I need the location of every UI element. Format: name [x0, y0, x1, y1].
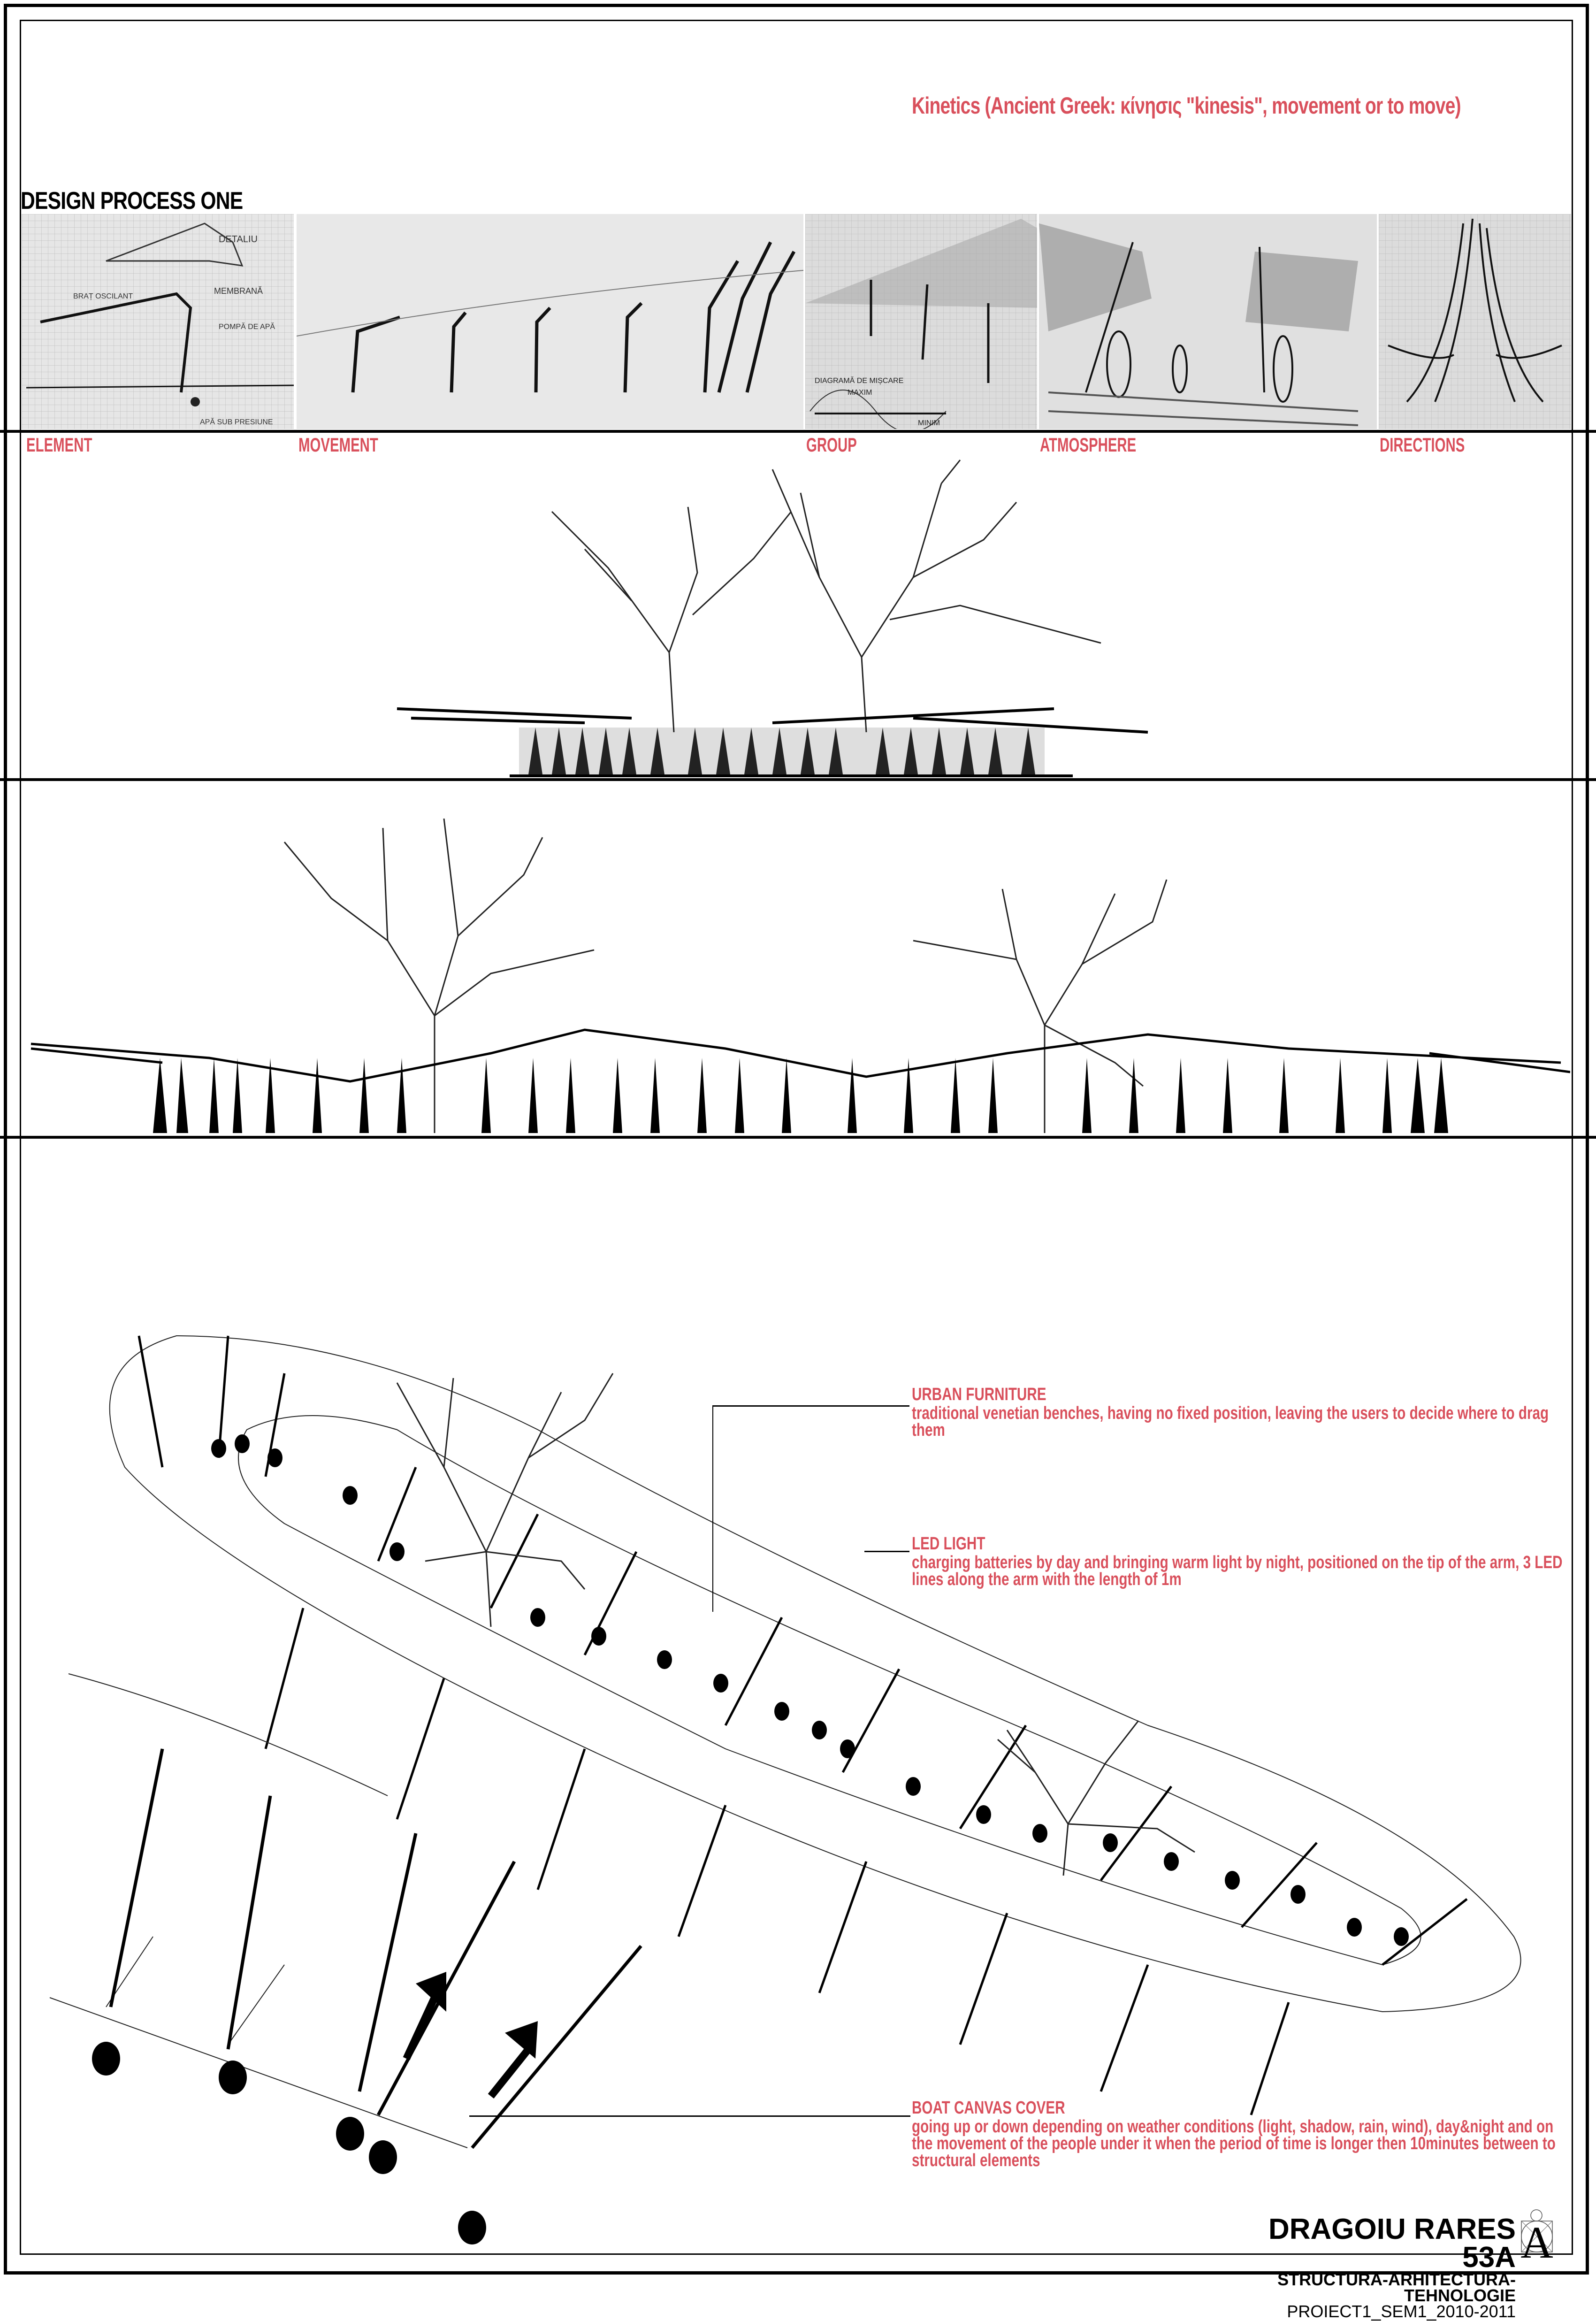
label-directions: DIRECTIONS: [1380, 434, 1465, 456]
note-body: traditional venetian benches, having no …: [912, 1403, 1549, 1440]
note-title: URBAN FURNITURE: [912, 1385, 1046, 1404]
note-body: charging batteries by day and bringing w…: [912, 1553, 1563, 1589]
section-divider-1: [0, 430, 1596, 433]
note-boat-canvas-cover: BOAT CANVAS COVER going up or down depen…: [912, 2098, 1596, 2169]
bench-markers: [211, 1434, 1409, 1946]
axonometric-plan: [22, 1139, 1570, 2251]
movement-sketch-drawing: [297, 214, 803, 429]
directions-sketch-drawing: [1379, 214, 1571, 429]
annotation-detaliu: DETALIU: [219, 234, 258, 245]
note-led-light: LED LIGHT charging batteries by day and …: [912, 1534, 1596, 1588]
svg-text:MAXIM: MAXIM: [848, 389, 872, 397]
note-title: LED LIGHT: [912, 1534, 985, 1554]
outer-frame: [4, 4, 1589, 2275]
sketch-directions: [1379, 214, 1571, 429]
kinetic-arm-bases: [528, 728, 1035, 774]
front-elevation-drawing: [397, 460, 1148, 777]
sketch-element: DETALIU MEMBRANĂ BRAȚ OSCILANT POMPĂ DE …: [22, 214, 294, 429]
up-arrow-icon-1: [403, 1972, 446, 2061]
course-name: STRUCTURA-ARHITECTURA-TEHNOLOGIE: [1277, 2270, 1516, 2305]
leader-line-boat-canvas: [469, 2115, 910, 2117]
label-element: ELEMENT: [26, 434, 92, 456]
svg-text:POMPĂ DE APĂ: POMPĂ DE APĂ: [219, 322, 275, 331]
long-elevation-drawing: [31, 818, 1571, 1133]
sketch-movement: [297, 214, 803, 429]
label-group: GROUP: [806, 434, 857, 456]
school-logo: A: [1518, 2209, 1556, 2267]
note-urban-furniture: URBAN FURNITURE traditional venetian ben…: [912, 1385, 1596, 1439]
up-arrow-icon-2: [488, 2021, 538, 2099]
svg-text:DIAGRAMĂ DE MIȘCARE: DIAGRAMĂ DE MIȘCARE: [815, 376, 903, 385]
title-block: DRAGOIU RARES 53A STRUCTURA-ARHITECTURA-…: [1220, 2215, 1516, 2320]
leader-line-vertical: [712, 1405, 713, 1612]
sketch-group: DIAGRAMĂ DE MIȘCARE MAXIM MINIM: [805, 214, 1037, 429]
leader-line-led-light: [864, 1551, 909, 1552]
svg-text:BRAȚ OSCILANT: BRAȚ OSCILANT: [73, 292, 133, 300]
long-elevation-arm-bases: [153, 1058, 1448, 1133]
plan-tree-2: [997, 1720, 1195, 1876]
atmosphere-sketch-drawing: [1039, 214, 1377, 429]
logo-icon: A: [1520, 2209, 1553, 2267]
label-movement: MOVEMENT: [298, 434, 378, 456]
project-id: PROIECT1_SEM1_2010-2011: [1287, 2302, 1516, 2321]
svg-text:A: A: [1520, 2217, 1553, 2260]
svg-text:APĂ SUB PRESIUNE: APĂ SUB PRESIUNE: [200, 417, 273, 426]
kinetics-headline: Kinetics (Ancient Greek: κίνησις "kinesi…: [912, 92, 1461, 119]
svg-text:MEMBRANĂ: MEMBRANĂ: [214, 286, 263, 296]
label-atmosphere: ATMOSPHERE: [1040, 434, 1137, 456]
author-name: DRAGOIU RARES 53A: [1268, 2213, 1516, 2274]
group-sketch-drawing: DIAGRAMĂ DE MIȘCARE MAXIM MINIM: [805, 214, 1037, 429]
svg-text:MINIM: MINIM: [918, 419, 940, 427]
element-sketch-drawing: DETALIU MEMBRANĂ BRAȚ OSCILANT POMPĂ DE …: [22, 214, 294, 429]
elevation-front: [22, 455, 1570, 779]
leader-line-urban-furniture: [712, 1405, 909, 1407]
page-title: DESIGN PROCESS ONE: [21, 187, 243, 214]
plan-tree-1: [396, 1373, 614, 1627]
note-title: BOAT CANVAS COVER: [912, 2098, 1065, 2118]
note-body: going up or down depending on weather co…: [912, 2117, 1556, 2170]
section-divider-3: [0, 1136, 1596, 1139]
sketch-atmosphere: [1039, 214, 1377, 429]
elevation-long: [22, 781, 1571, 1138]
detail-enlargement: [49, 1673, 642, 2244]
plan-drawing: [49, 1335, 1521, 2244]
section-divider-2: [0, 778, 1596, 781]
